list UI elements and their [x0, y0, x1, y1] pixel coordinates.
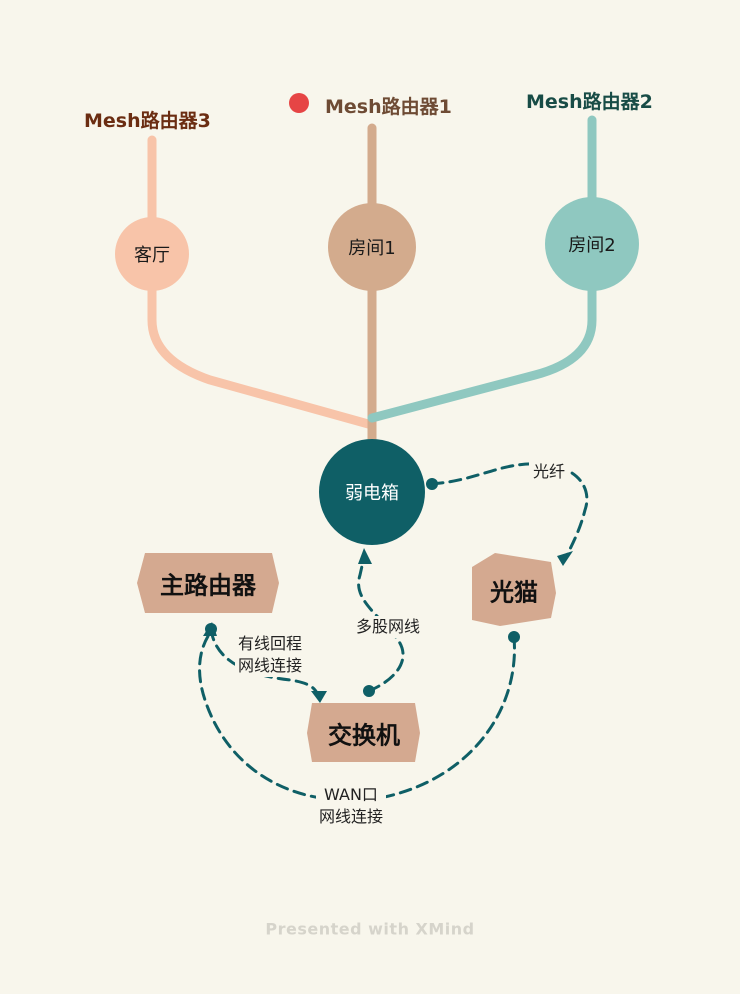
fiber-arrowhead — [557, 551, 573, 566]
wan-label-line1: WAN口 — [324, 785, 378, 804]
main-router-node[interactable] — [137, 553, 279, 613]
room2-node[interactable] — [545, 197, 639, 291]
hub-label: 弱电箱 — [345, 483, 399, 504]
wan-link — [198, 631, 516, 802]
multi-cable-arrowhead — [358, 548, 372, 564]
branch-room2 — [367, 115, 597, 423]
fiber-label: 光纤 — [528, 461, 570, 483]
optical-modem-node[interactable] — [472, 553, 556, 626]
wired-backhaul-arrowhead — [311, 691, 327, 703]
living-room-node[interactable] — [115, 217, 189, 291]
multi-cable-label: 多股网线 — [352, 616, 424, 638]
wan-label: WAN口 网线连接 — [315, 784, 387, 828]
multi-cable-link — [357, 555, 405, 693]
room1-node[interactable] — [328, 203, 416, 291]
switch-label: 交换机 — [328, 721, 400, 750]
hub-node[interactable] — [319, 439, 425, 545]
main-router-label: 主路由器 — [160, 571, 256, 600]
red-marker-icon — [289, 93, 309, 113]
wired-backhaul-start-dot — [205, 623, 217, 635]
wan-start-dot — [508, 631, 520, 643]
switch-node[interactable] — [307, 703, 420, 762]
wired-backhaul-link — [209, 627, 320, 697]
fiber-link — [430, 462, 589, 559]
wired-backhaul-label: 有线回程 网线连接 — [234, 633, 306, 677]
optical-modem-label: 光猫 — [490, 578, 538, 607]
mesh-router2-title: Mesh路由器2 — [526, 91, 653, 113]
branch-living-room — [147, 135, 377, 445]
wan-label-line2: 网线连接 — [318, 807, 384, 826]
room1-label: 房间1 — [348, 238, 396, 259]
wired-backhaul-label-line1: 有线回程 — [237, 634, 303, 653]
footer-credit: Presented with XMind — [265, 919, 475, 939]
mesh-router1-title: Mesh路由器1 — [325, 96, 452, 118]
fiber-start-dot — [426, 478, 438, 490]
living-room-label: 客厅 — [134, 245, 170, 266]
mesh-router3-title: Mesh路由器3 — [84, 110, 211, 132]
room2-label: 房间2 — [568, 235, 616, 256]
multi-cable-start-dot — [363, 685, 375, 697]
wired-backhaul-label-line2: 网线连接 — [237, 656, 303, 675]
